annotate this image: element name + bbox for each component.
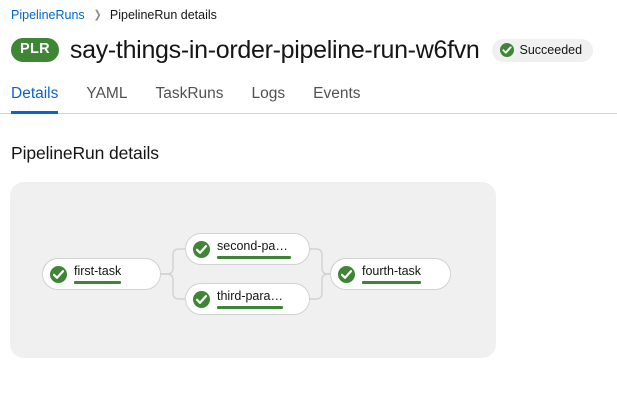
graph-node-content: second-par…: [217, 239, 291, 259]
graph-node-second-task[interactable]: second-par…: [185, 233, 310, 265]
graph-node-status-bar: [362, 281, 422, 284]
section-heading: PipelineRun details: [11, 143, 159, 163]
edge-third-to-fourth: [310, 273, 330, 300]
graph-node-status-bar: [74, 281, 122, 284]
page-title: say-things-in-order-pipeline-run-w6fvn: [69, 36, 480, 64]
breadcrumb-link-pipelineruns[interactable]: PipelineRuns: [11, 8, 85, 22]
tab-logs[interactable]: Logs: [251, 85, 286, 102]
graph-node-third-task[interactable]: third-para…: [185, 283, 310, 315]
check-circle-icon: [499, 42, 514, 57]
graph-node-status-bar: [217, 306, 283, 309]
tab-yaml[interactable]: YAML: [86, 85, 128, 102]
resource-kind-badge: PLR: [11, 38, 59, 62]
page-title-row: PLR say-things-in-order-pipeline-run-w6f…: [0, 23, 617, 67]
graph-node-content: fourth-task: [362, 264, 422, 284]
check-circle-icon: [338, 265, 355, 283]
breadcrumb: PipelineRuns ❯ PipelineRun details: [0, 0, 617, 23]
edge-first-to-second: [161, 248, 185, 275]
tab-bar: Details YAML TaskRuns Logs Events: [0, 67, 617, 114]
edge-first-to-third: [161, 273, 185, 300]
graph-edges: [161, 248, 330, 300]
edge-second-to-fourth: [310, 248, 330, 275]
status-badge-label: Succeeded: [519, 42, 583, 57]
tab-taskruns[interactable]: TaskRuns: [155, 85, 224, 102]
graph-canvas: first-task second-par…: [10, 182, 496, 358]
pipeline-graph[interactable]: first-task second-par…: [10, 182, 496, 358]
graph-node-status-bar: [217, 256, 291, 259]
graph-node-label: first-task: [74, 264, 122, 279]
check-circle-icon: [193, 240, 210, 258]
status-badge: Succeeded: [491, 38, 594, 62]
breadcrumb-current: PipelineRun details: [109, 8, 217, 22]
graph-node-content: third-para…: [217, 289, 283, 309]
check-circle-icon: [50, 265, 67, 283]
chevron-right-icon: ❯: [93, 9, 102, 21]
tab-events[interactable]: Events: [313, 85, 361, 102]
check-circle-icon: [193, 290, 210, 308]
tab-details[interactable]: Details: [11, 84, 72, 114]
graph-node-content: first-task: [74, 264, 122, 284]
graph-node-fourth-task[interactable]: fourth-task: [330, 258, 451, 290]
graph-node-label: fourth-task: [362, 264, 422, 279]
graph-node-label: second-par…: [217, 239, 291, 254]
graph-node-first-task[interactable]: first-task: [42, 258, 161, 290]
graph-node-label: third-para…: [217, 289, 283, 304]
